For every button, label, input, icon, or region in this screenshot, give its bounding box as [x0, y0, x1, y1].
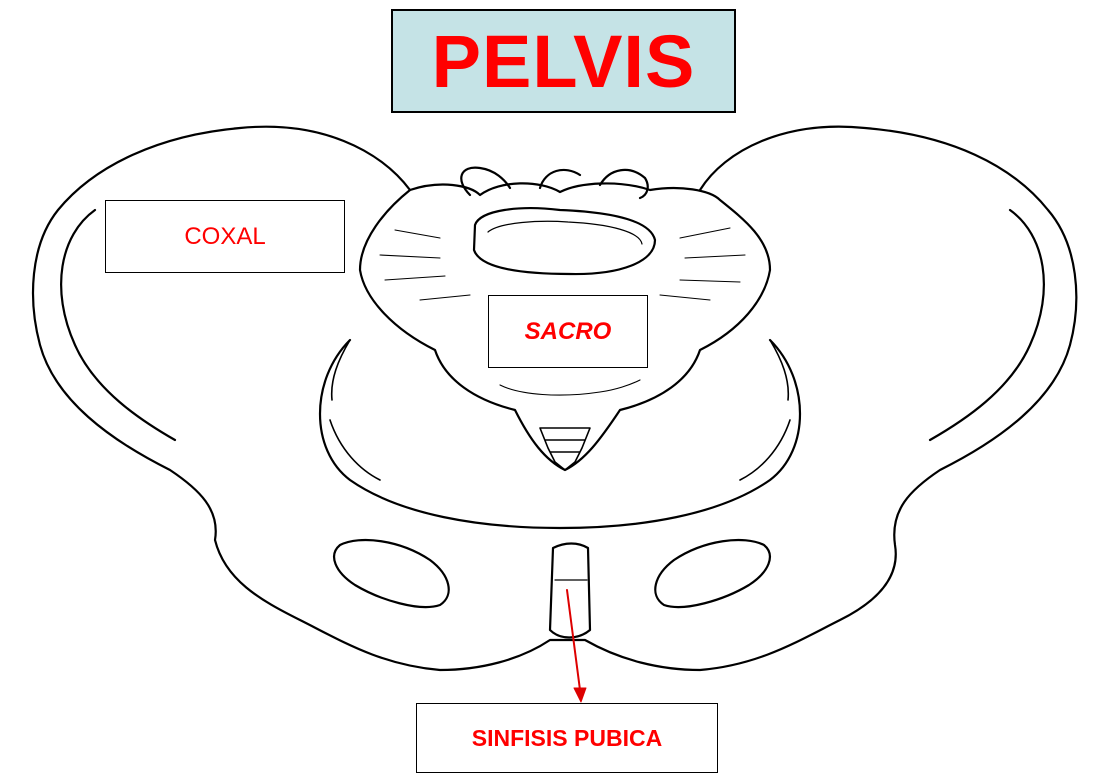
- title-text: PELVIS: [432, 19, 696, 104]
- label-sinfisis-text: SINFISIS PUBICA: [472, 725, 662, 752]
- label-coxal-text: COXAL: [184, 223, 265, 251]
- pubic-symphysis: [550, 544, 590, 638]
- right-si-joint: [740, 340, 790, 480]
- sinfisis-arrow-head: [574, 688, 586, 702]
- sacrum-top-processes: [461, 168, 647, 198]
- right-wing-contour: [930, 210, 1044, 440]
- right-obturator-foramen: [655, 540, 770, 607]
- page-title: PELVIS: [391, 9, 736, 113]
- label-sacro: SACRO: [488, 295, 648, 368]
- vertebral-body-inner: [488, 221, 642, 244]
- pelvic-brim: [320, 340, 800, 528]
- label-sacro-text: SACRO: [525, 318, 612, 346]
- coccyx: [540, 428, 590, 470]
- vertebral-body: [474, 208, 655, 274]
- left-si-joint: [330, 340, 380, 480]
- label-sinfisis-pubica: SINFISIS PUBICA: [416, 703, 718, 773]
- label-coxal: COXAL: [105, 200, 345, 273]
- left-obturator-foramen: [334, 540, 449, 607]
